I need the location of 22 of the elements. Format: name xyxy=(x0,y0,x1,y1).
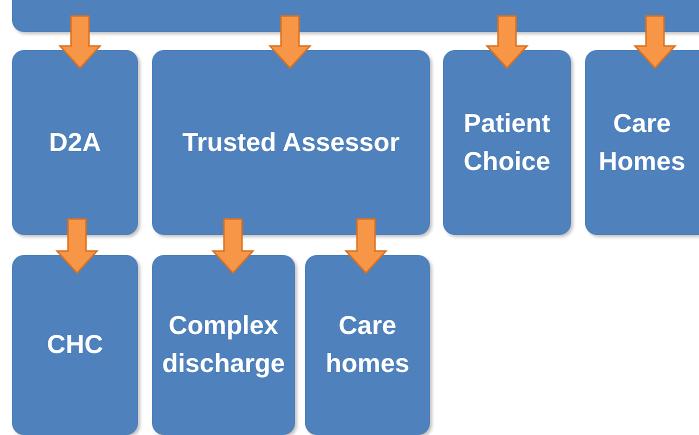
block-arrow xyxy=(633,15,677,70)
box-label: Trusted Assessor xyxy=(181,126,401,159)
block-arrow xyxy=(268,15,312,70)
process-box xyxy=(585,50,699,235)
block-arrow xyxy=(58,15,102,70)
process-box xyxy=(305,255,430,435)
box-label: CHC xyxy=(46,328,104,362)
block-arrow xyxy=(55,218,99,274)
block-arrow xyxy=(485,15,529,70)
process-box xyxy=(12,255,138,435)
box-label: D2A xyxy=(48,126,102,159)
block-arrow xyxy=(211,218,255,274)
banner-bar xyxy=(12,0,699,32)
process-box xyxy=(152,255,295,435)
process-box xyxy=(443,50,571,235)
process-box xyxy=(152,50,430,235)
box-label: Patient Choice xyxy=(462,106,552,178)
block-arrow xyxy=(344,218,388,274)
box-label: Care Homes xyxy=(598,106,686,178)
box-label: Care homes xyxy=(324,309,410,380)
process-box xyxy=(12,50,138,235)
box-label: Complex discharge xyxy=(161,309,286,380)
